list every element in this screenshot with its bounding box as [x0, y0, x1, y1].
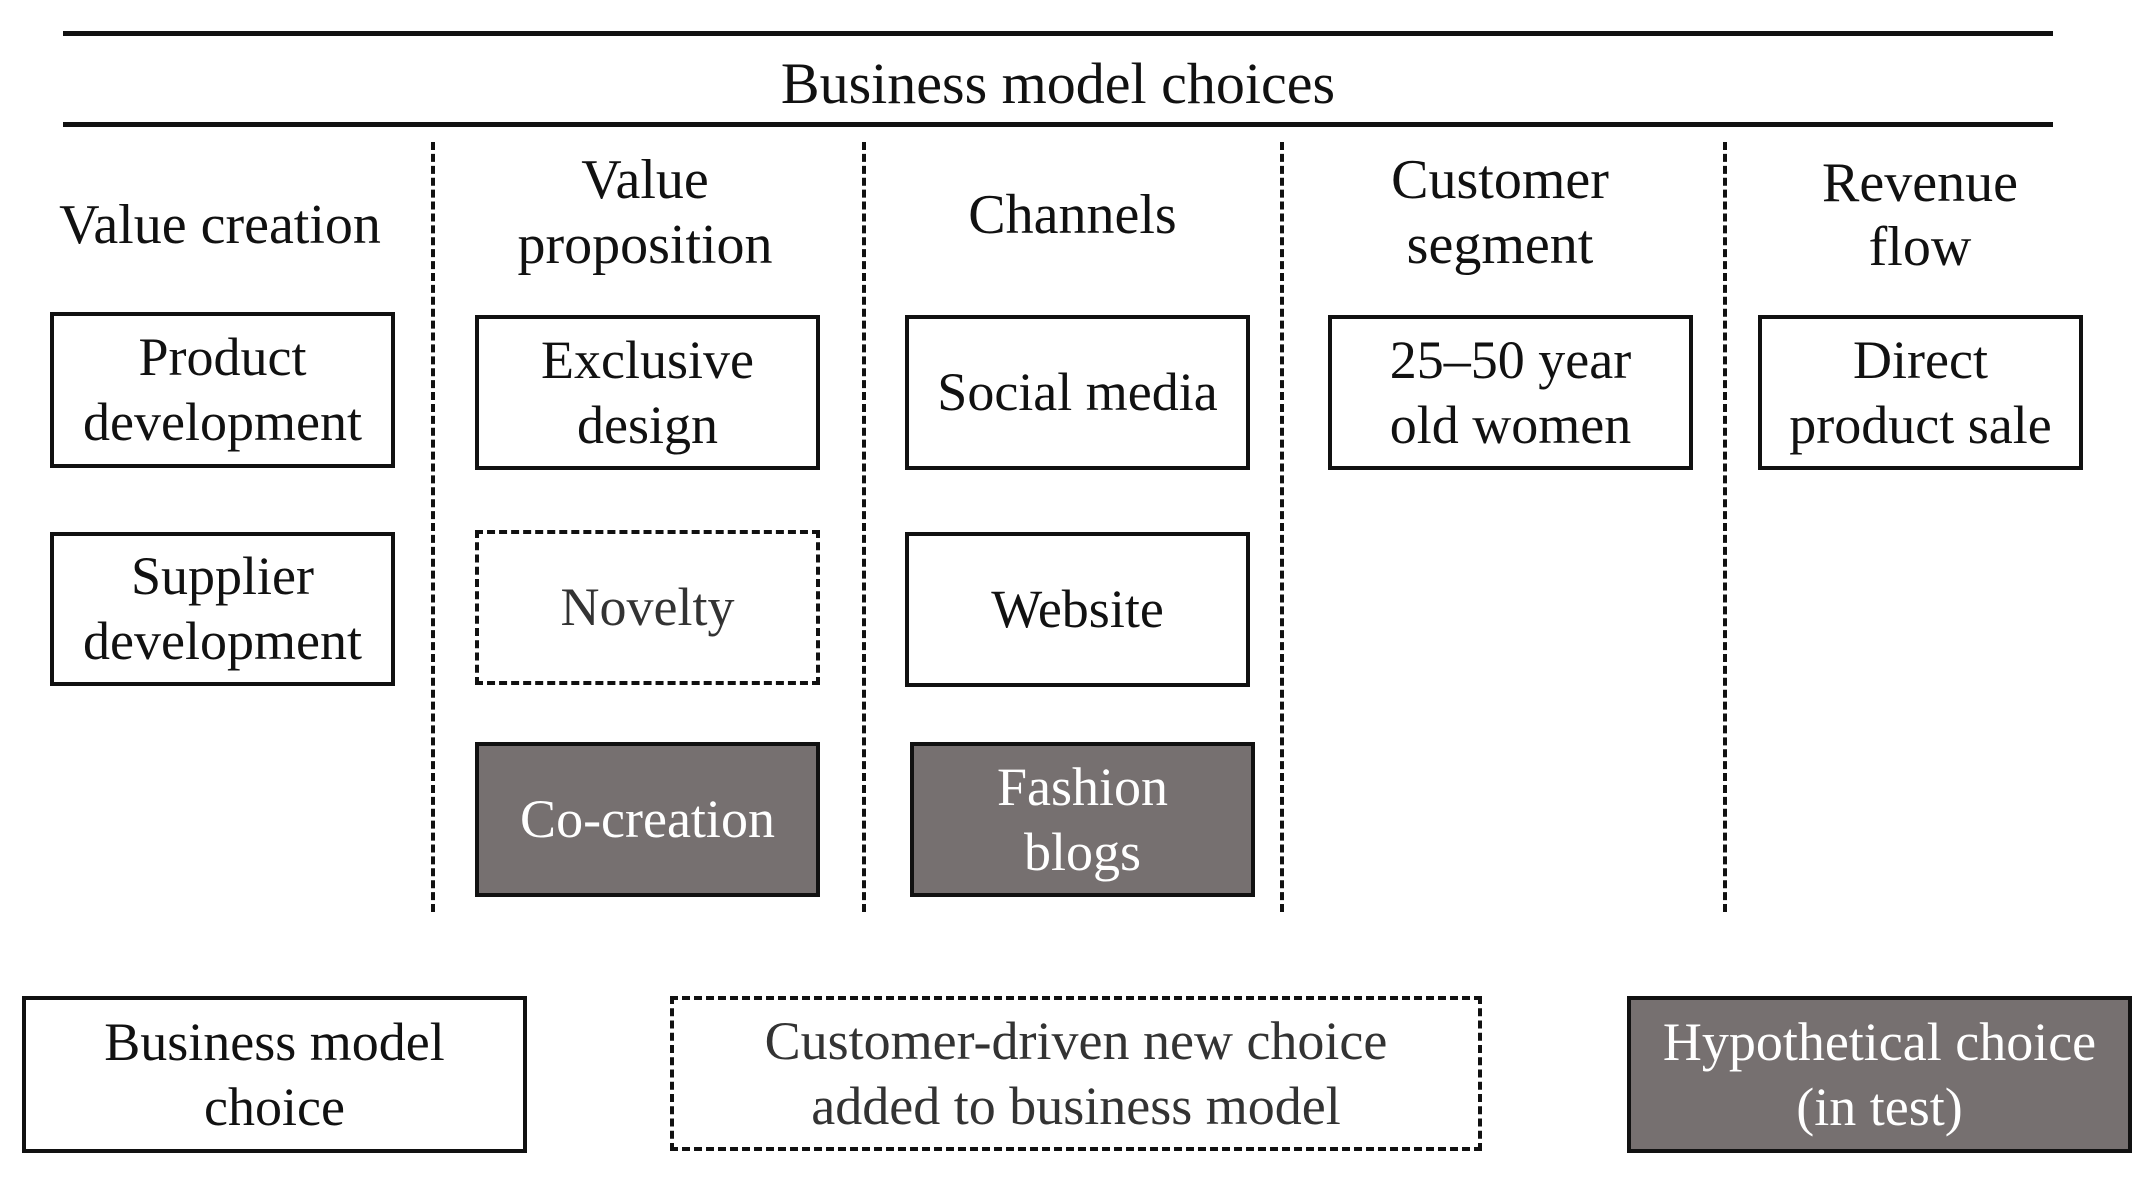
box-novelty: Novelty — [475, 530, 820, 685]
column-divider — [431, 142, 435, 912]
heading-value-creation: Value creation — [59, 193, 381, 256]
top-rule — [63, 31, 2053, 36]
heading-value-proposition: Value proposition — [517, 149, 773, 276]
legend-hypothetical-choice: Hypothetical choice (in test) — [1627, 996, 2132, 1153]
diagram-title: Business model choices — [780, 51, 1336, 116]
box-customer-women: 25–50 year old women — [1328, 315, 1693, 470]
heading-customer-segment: Customer segment — [1391, 149, 1609, 276]
column-divider — [1280, 142, 1284, 912]
legend-customer-driven-choice: Customer-driven new choice added to busi… — [670, 996, 1482, 1151]
box-exclusive-design: Exclusive design — [475, 315, 820, 470]
title-bottom-rule — [63, 122, 2053, 127]
heading-channels: Channels — [968, 183, 1177, 246]
box-fashion-blogs: Fashion blogs — [910, 742, 1255, 897]
column-divider — [1723, 142, 1727, 912]
box-direct-product-sale: Direct product sale — [1758, 315, 2083, 470]
column-divider — [862, 142, 866, 912]
legend-business-model-choice: Business model choice — [22, 996, 527, 1153]
box-social-media: Social media — [905, 315, 1250, 470]
box-website: Website — [905, 532, 1250, 687]
box-product-development: Product development — [50, 312, 395, 468]
heading-revenue-flow: Revenue flow — [1822, 151, 2018, 278]
box-supplier-development: Supplier development — [50, 532, 395, 686]
box-co-creation: Co-creation — [475, 742, 820, 897]
